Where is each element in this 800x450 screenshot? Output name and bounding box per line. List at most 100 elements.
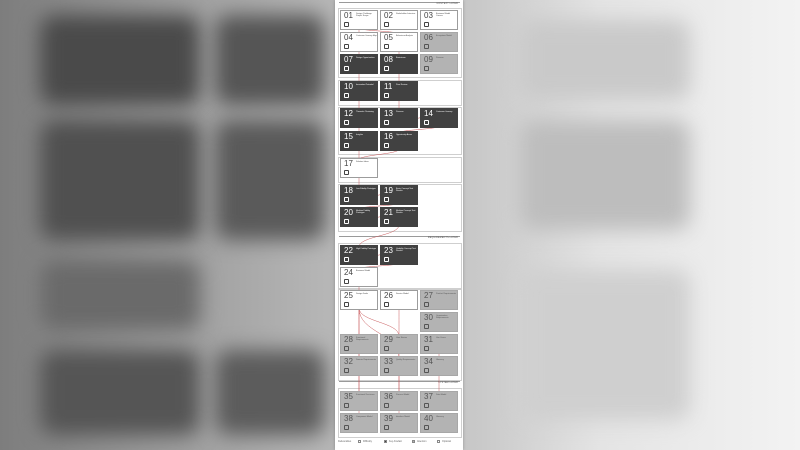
tile-number: 26 [384, 291, 393, 300]
tile-title: Insights [356, 134, 363, 136]
tile-title: Peer Review [396, 84, 408, 86]
tile-number: 07 [344, 55, 353, 64]
tile-title: Ecosystem Model [436, 35, 452, 37]
blurred-shape [40, 120, 200, 240]
tile-title: Functional Decisions [356, 394, 375, 396]
tile-number: 35 [344, 392, 353, 401]
tile-title: Thematic Clustering [356, 111, 374, 113]
tile-number: 06 [424, 33, 433, 42]
tile-number: 01 [344, 11, 353, 20]
tile-title: High Fidelity Prototype [356, 248, 377, 250]
tile-number: 23 [384, 246, 393, 255]
lines-icon [344, 403, 349, 408]
magnifier-icon [384, 93, 389, 98]
pencil-icon [344, 66, 349, 71]
tile-number: 02 [384, 11, 393, 20]
grid-icon [344, 120, 349, 125]
tile-title: Use Cases [436, 337, 446, 339]
tile-number: 37 [424, 392, 433, 401]
folder-icon [384, 346, 389, 351]
card-icon [344, 257, 349, 262]
tile-title: Organisation Requirements [436, 315, 449, 320]
door-icon [384, 425, 389, 430]
tile-number: 29 [384, 335, 393, 344]
legend-swatch-white [358, 440, 361, 443]
system-layer-header: SYSTEM LAYER [339, 381, 460, 388]
tile-number: 38 [344, 414, 353, 423]
blurred-shape [215, 120, 325, 240]
tile-title: Low Fidelity Prototype [356, 188, 376, 190]
tile-number: 09 [424, 55, 433, 64]
blurred-shape [520, 20, 690, 100]
document-icon [384, 22, 389, 27]
globe-icon [424, 44, 429, 49]
person-icon [344, 93, 349, 98]
wrench-icon [344, 219, 349, 224]
tile-title: Opportunity Areas [396, 134, 413, 136]
blurred-shape [40, 260, 200, 330]
lines-icon [424, 346, 429, 351]
flag-icon [344, 425, 349, 430]
tile-title: Customer Journey Map [356, 35, 377, 37]
system-layer-title: SYSTEM LAYER [438, 382, 458, 384]
tile-number: 22 [344, 246, 353, 255]
tile-title: Product Requirements [436, 293, 456, 295]
tile-number: 19 [384, 186, 393, 195]
arrow-icon [424, 120, 429, 125]
user-icon [384, 120, 389, 125]
flag-icon [384, 44, 389, 49]
tile-title: Business Model [356, 270, 371, 272]
blurred-shape [520, 120, 690, 230]
tile-number: 18 [344, 186, 353, 195]
rocket-icon [344, 197, 349, 202]
headphones-icon [344, 302, 349, 307]
tile-number: 20 [344, 208, 353, 217]
tile-title: Persona [436, 57, 444, 59]
folder-icon [424, 403, 429, 408]
tile-title: Medium Concept Test Results [396, 210, 416, 215]
legend-swatch-dark [384, 440, 387, 443]
legend: Deliverables Difficulty Key Artefact Att… [338, 438, 460, 448]
tile-title: Innovation Potential [356, 84, 374, 86]
blurred-shape [40, 350, 200, 435]
tile-number: 17 [344, 159, 353, 168]
check-icon [384, 219, 389, 224]
tile-title: Service Model [396, 293, 409, 295]
tile-number: 13 [384, 109, 393, 118]
tile-number: 14 [424, 109, 433, 118]
context-layer-title: CONTEXT LAYER [436, 3, 458, 5]
tile-number: 34 [424, 357, 433, 366]
mail-icon [384, 403, 389, 408]
tile-number: 28 [344, 335, 353, 344]
folder-icon [424, 425, 429, 430]
context-layer-header: CONTEXT LAYER [339, 2, 460, 9]
lines-icon [344, 368, 349, 373]
tile-number: 32 [344, 357, 353, 366]
tile-title: Domain Requirements [356, 359, 376, 361]
